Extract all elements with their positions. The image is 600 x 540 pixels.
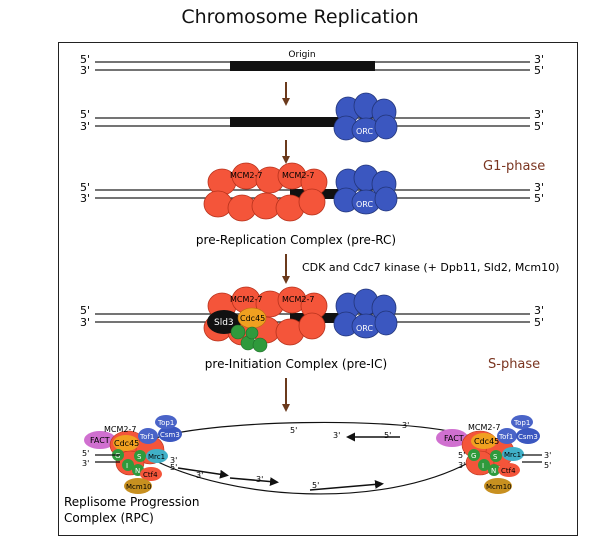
gins-s-label: S	[493, 453, 498, 461]
ctf4-label: Ctf4	[143, 471, 158, 479]
gins-i-label: I	[482, 462, 484, 470]
three-prime-label: 3'	[80, 316, 90, 329]
mcm-label: MCM2-7	[282, 171, 314, 180]
five-prime-label: 5'	[80, 304, 90, 317]
fact-protein	[84, 431, 116, 449]
pre-rc-label: pre-Replication Complex (pre-RC)	[196, 233, 396, 247]
five-prime-label: 5'	[544, 461, 551, 470]
rpc-label-line1: Replisome Progression	[64, 495, 199, 509]
s-phase-label: S-phase	[488, 357, 540, 372]
three-prime-label: 3'	[534, 181, 544, 194]
gins-n-label: N	[491, 467, 496, 475]
three-prime-label: 3'	[170, 456, 177, 465]
cdc45-label: Cdc45	[240, 314, 265, 323]
three-prime-label: 3'	[80, 120, 90, 133]
rpc-label-line2: Complex (RPC)	[64, 511, 154, 525]
mcm-label: MCM2-7	[230, 295, 262, 304]
three-prime-label: 3'	[80, 64, 90, 77]
origin-segment	[230, 61, 375, 71]
pre-ic-label: pre-Initiation Complex (pre-IC)	[205, 357, 387, 371]
orc-label: ORC	[356, 200, 373, 209]
csm3-label: Csm3	[518, 433, 538, 441]
five-prime-label: 5'	[80, 181, 90, 194]
gins-s-label: S	[137, 453, 142, 461]
five-prime-label: 5'	[534, 192, 544, 205]
fact-label: FACT	[444, 434, 464, 443]
ctf4-label: Ctf4	[501, 467, 516, 475]
three-prime-label: 3'	[256, 475, 263, 484]
orc-complex	[333, 92, 398, 143]
mcm-double-hexamer	[203, 162, 328, 222]
origin-label: Origin	[288, 50, 315, 60]
left-replisome: FACT MCM2-7 Cdc45 Tof1 Csm3 Top1 G I N S…	[82, 415, 182, 494]
five-prime-label: 5'	[80, 53, 90, 66]
three-prime-label: 3'	[534, 304, 544, 317]
dna-pre-ic-row: MCM2-7 MCM2-7 Sld3 Cdc45 ORC 5' 3' 3' 5'	[80, 286, 544, 353]
three-prime-label: 3'	[196, 471, 203, 480]
top1-label: Top1	[513, 419, 530, 427]
five-prime-label: 5'	[534, 316, 544, 329]
replication-bubble	[149, 421, 471, 495]
gins-g-label: G	[115, 452, 120, 460]
gins-g-label: G	[471, 452, 476, 460]
three-prime-label: 3'	[82, 459, 89, 468]
three-prime-label: 3'	[544, 451, 551, 460]
mcm-label: MCM2-7	[230, 171, 262, 180]
gins-n-label: N	[135, 467, 140, 475]
sld3-label: Sld3	[214, 318, 234, 328]
mcm-label: MCM2-7	[104, 425, 136, 434]
replication-arrows	[177, 432, 400, 491]
gins-complex	[230, 324, 268, 353]
five-prime-label: 5'	[80, 108, 90, 121]
orc-label: ORC	[356, 127, 373, 136]
diagram-frame	[58, 42, 578, 536]
fact-protein	[436, 429, 468, 447]
orc-complex	[333, 288, 398, 339]
five-prime-label: 5'	[312, 481, 319, 490]
top1-label: Top1	[157, 419, 174, 427]
three-prime-label: 3'	[333, 431, 340, 440]
mrc1-label: Mrc1	[148, 453, 165, 461]
cdk-step-label: CDK and Cdc7 kinase (+ Dpb11, Sld2, Mcm1…	[302, 261, 559, 274]
five-prime-label: 5'	[290, 426, 297, 435]
five-prime-label: 5'	[534, 64, 544, 77]
mcm-label: MCM2-7	[468, 423, 500, 432]
mcm10-label: Mcm10	[486, 483, 512, 491]
dna-orc-row: ORC 5' 3' 3' 5'	[80, 92, 544, 143]
five-prime-label: 5'	[82, 449, 89, 458]
csm3-label: Csm3	[160, 431, 180, 439]
right-replisome: FACT MCM2-7 Cdc45 Tof1 Csm3 Top1 G I N S…	[436, 415, 551, 494]
orc-label: ORC	[356, 324, 373, 333]
five-prime-label: 5'	[170, 463, 177, 472]
three-prime-label: 3'	[534, 53, 544, 66]
three-prime-label: 3'	[80, 192, 90, 205]
tof1-label: Tof1	[498, 433, 513, 441]
five-prime-label: 5'	[458, 451, 465, 460]
three-prime-label: 3'	[402, 421, 409, 430]
gins-i-label: I	[126, 462, 128, 470]
mcm10-label: Mcm10	[126, 483, 152, 491]
three-prime-label: 3'	[458, 461, 465, 470]
cdc45-label: Cdc45	[114, 439, 139, 448]
five-prime-label: 5'	[534, 120, 544, 133]
cdc45-label: Cdc45	[474, 437, 499, 446]
g1-phase-label: G1-phase	[483, 159, 545, 174]
orc-complex	[333, 164, 398, 215]
diagram-title: Chromosome Replication	[181, 6, 419, 28]
dna-origin-row: Origin 5' 3' 3' 5'	[80, 50, 544, 77]
five-prime-label: 5'	[384, 431, 391, 440]
dna-pre-rc-row: MCM2-7 MCM2-7 ORC 5' 3' 3' 5'	[80, 162, 544, 222]
mcm-label: MCM2-7	[282, 295, 314, 304]
mrc1-label: Mrc1	[504, 451, 521, 459]
fact-label: FACT	[90, 436, 110, 445]
three-prime-label: 3'	[534, 108, 544, 121]
tof1-label: Tof1	[139, 433, 154, 441]
